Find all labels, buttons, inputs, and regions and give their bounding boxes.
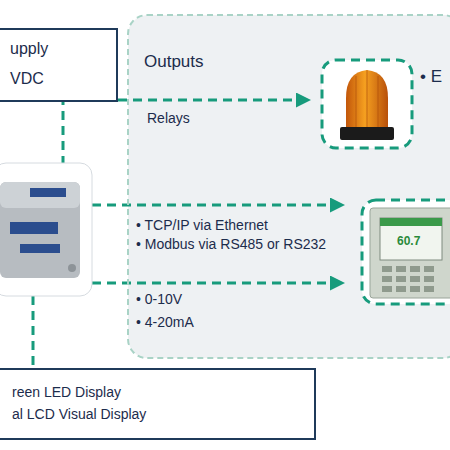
- meter-header: [380, 218, 442, 226]
- device-body: [0, 182, 80, 278]
- panel-title: Outputs: [144, 52, 447, 72]
- protocol-label: • TCP/IP via Ethernet: [136, 217, 268, 233]
- meter-reading: 60.7: [397, 234, 420, 248]
- supply-text: VDC: [10, 70, 108, 88]
- device-screw: [68, 264, 76, 272]
- device-sticker: [30, 188, 66, 197]
- device-sticker: [20, 244, 60, 253]
- display-text: reen LED Display: [12, 384, 304, 400]
- analog-label: • 4-20mA: [136, 314, 194, 330]
- beacon-dome: [346, 70, 388, 128]
- device-sticker: [10, 222, 58, 234]
- protocol-label: • Modbus via RS485 or RS232: [136, 236, 326, 252]
- supply-text: upply: [10, 40, 108, 58]
- meter-screen: [380, 218, 442, 260]
- output-label: • E: [420, 67, 442, 87]
- beacon-frame: [322, 60, 412, 148]
- relay-label: Relays: [147, 110, 190, 126]
- panel-fill: [128, 15, 450, 358]
- meter-keypad: [382, 266, 434, 292]
- meter-body: [370, 208, 450, 298]
- analog-label: • 0-10V: [136, 291, 182, 307]
- beacon-ribs: [356, 70, 378, 128]
- display-box: reen LED Display al LCD Visual Display: [0, 368, 316, 440]
- beacon-base: [340, 127, 394, 140]
- outputs-panel: Outputs: [127, 14, 450, 359]
- supply-box: upplyVDC: [0, 28, 118, 102]
- device-lid: [0, 182, 80, 208]
- display-text: al LCD Visual Display: [12, 406, 304, 422]
- meter-frame: [362, 200, 450, 304]
- device-frame: [0, 163, 92, 296]
